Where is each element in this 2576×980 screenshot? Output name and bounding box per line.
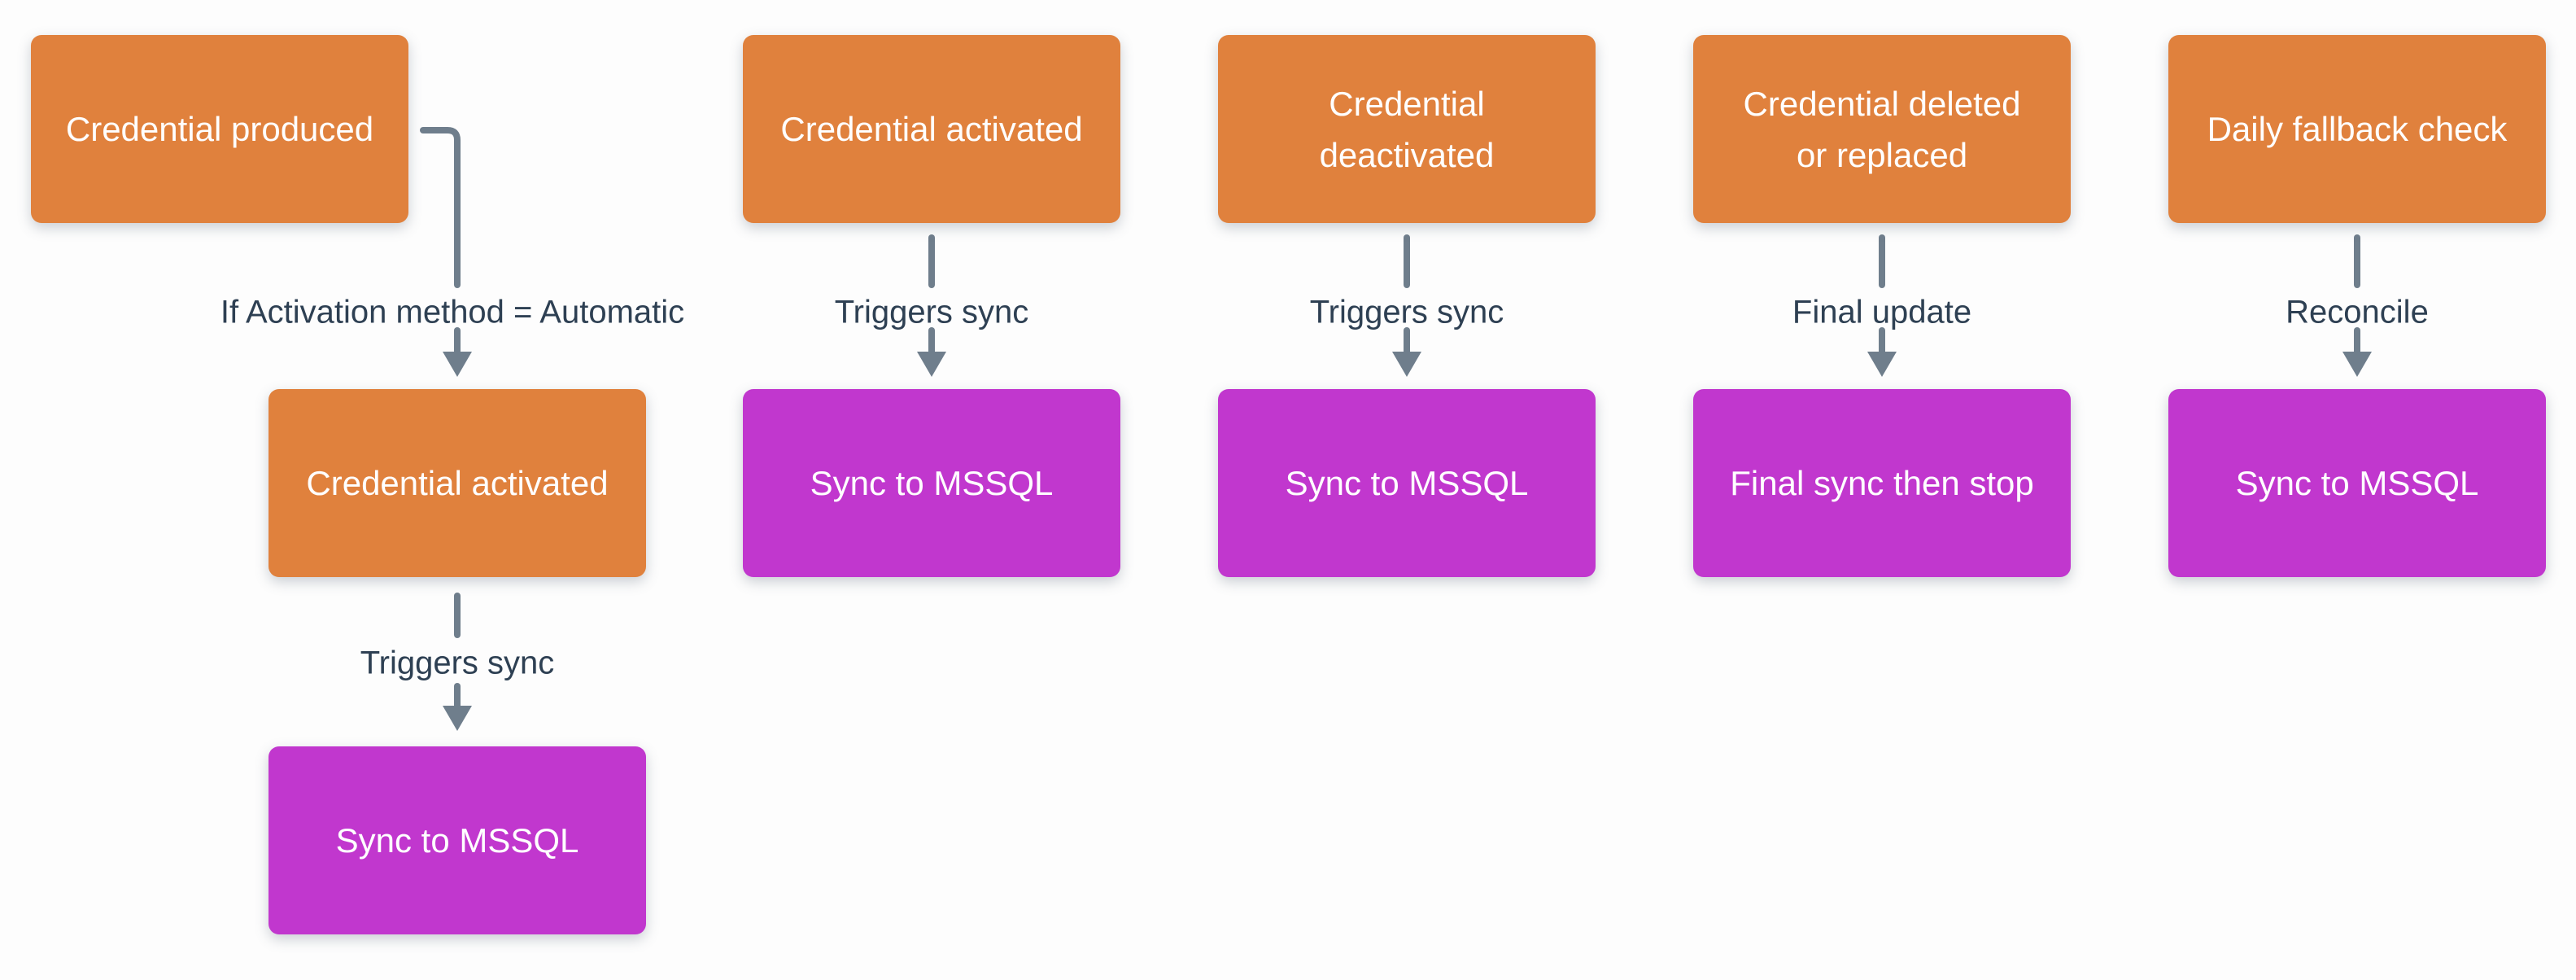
arrowhead-icon: [2342, 352, 2372, 377]
node-label: Credential activated: [780, 110, 1083, 148]
node-label: Sync to MSSQL: [810, 464, 1054, 502]
edge-label-triggers-sync: Triggers sync: [1309, 294, 1504, 330]
node-label: Final sync then stop: [1730, 464, 2034, 502]
node-label: Credential deactivated: [1319, 84, 1495, 174]
arrowhead-icon: [443, 352, 472, 377]
node-sync-to-mssql: Sync to MSSQL: [743, 389, 1120, 577]
edge-label-final-update: Final update: [1792, 294, 1972, 330]
connector-elbow: [420, 127, 461, 288]
node-label: Daily fallback check: [2207, 110, 2508, 148]
edge-label-triggers-sync: Triggers sync: [834, 294, 1029, 330]
node-credential-activated: Credential activated: [269, 389, 646, 577]
node-label: Credential deleted or replaced: [1743, 84, 2021, 174]
node-label: Sync to MSSQL: [335, 821, 579, 860]
node-label: Sync to MSSQL: [1285, 464, 1529, 502]
node-credential-activated: Credential activated: [743, 35, 1120, 223]
edge-label-if-activation-method-automatic: If Activation method = Automatic: [220, 294, 685, 330]
edge-label-reconcile: Reconcile: [2286, 294, 2429, 330]
node-credential-produced: Credential produced: [31, 35, 408, 223]
arrowhead-icon: [443, 706, 472, 731]
node-sync-to-mssql: Sync to MSSQL: [2168, 389, 2546, 577]
node-credential-deactivated: Credential deactivated: [1218, 35, 1596, 223]
node-sync-to-mssql: Sync to MSSQL: [269, 746, 646, 934]
node-final-sync-then-stop: Final sync then stop: [1693, 389, 2071, 577]
node-label: Sync to MSSQL: [2235, 464, 2479, 502]
node-daily-fallback-check: Daily fallback check: [2168, 35, 2546, 223]
node-label: Credential produced: [65, 110, 374, 148]
node-credential-deleted-or-replaced: Credential deleted or replaced: [1693, 35, 2071, 223]
edge-label-triggers-sync: Triggers sync: [360, 645, 555, 681]
arrowhead-icon: [917, 352, 946, 377]
node-label: Credential activated: [306, 464, 609, 502]
node-sync-to-mssql: Sync to MSSQL: [1218, 389, 1596, 577]
arrowhead-icon: [1392, 352, 1421, 377]
arrowhead-icon: [1867, 352, 1897, 377]
